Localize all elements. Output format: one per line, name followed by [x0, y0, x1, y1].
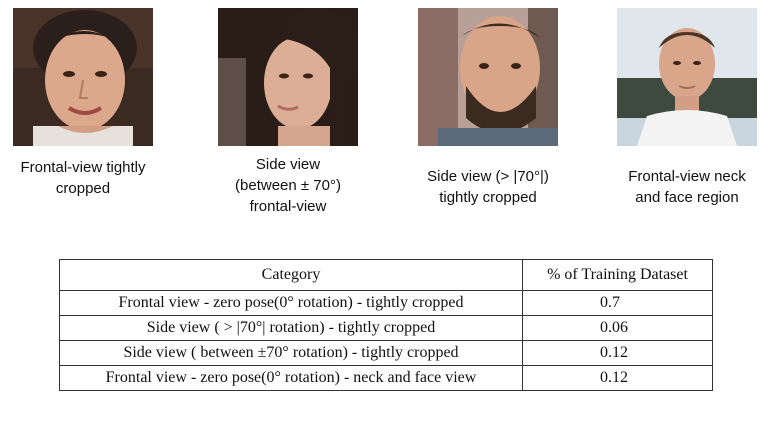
caption-line: Side view	[255, 156, 321, 173]
row-percentage: 0.12	[522, 365, 713, 391]
side-70-photo	[218, 8, 358, 146]
table-row: Frontal view - zero pose(0° rotation) - …	[59, 365, 713, 391]
caption-line: Side view (> |70°|)	[427, 168, 549, 185]
header-percentage: % of Training Dataset	[522, 259, 713, 291]
caption-line: Frontal-view neck	[628, 168, 746, 185]
side-gt70-photo	[418, 8, 558, 146]
table-row: Side view ( between ±70° rotation) - tig…	[59, 340, 713, 366]
caption-line: tightly cropped	[439, 189, 537, 206]
caption-line: Frontal-view tightly	[20, 159, 146, 176]
frontal-neck-face-image	[617, 8, 757, 146]
frontal-tight-face-image	[13, 8, 153, 146]
side-gt70-face-image	[418, 8, 558, 146]
caption-line: cropped	[55, 180, 111, 197]
caption-side-gt70: Side view (> |70°|) tightly cropped	[406, 166, 570, 208]
frontal-neck-photo	[617, 8, 757, 146]
caption-line: and face region	[635, 189, 739, 206]
frontal-tight-photo	[13, 8, 153, 146]
row-percentage: 0.06	[522, 315, 713, 341]
caption-frontal-tight: Frontal-view tightly cropped	[3, 157, 163, 199]
row-percentage: 0.12	[522, 340, 713, 366]
header-category: Category	[59, 259, 523, 291]
table-row: Side view ( > |70°| rotation) - tightly …	[59, 315, 713, 341]
row-category: Frontal view - zero pose(0° rotation) - …	[59, 290, 523, 316]
row-category: Side view ( > |70°| rotation) - tightly …	[59, 315, 523, 341]
caption-side-70: Side view (between ± 70°) frontal-view	[208, 154, 368, 217]
row-category: Frontal view - zero pose(0° rotation) - …	[59, 365, 523, 391]
caption-line: frontal-view	[249, 198, 327, 215]
caption-line: (between ± 70°)	[235, 177, 341, 194]
table-header-row: Category % of Training Dataset	[59, 259, 713, 291]
row-percentage: 0.7	[522, 290, 713, 316]
table-row: Frontal view - zero pose(0° rotation) - …	[59, 290, 713, 316]
training-distribution-table: Category % of Training Dataset Frontal v…	[59, 259, 713, 391]
caption-frontal-neck: Frontal-view neck and face region	[607, 166, 767, 208]
side-70-face-image	[218, 8, 358, 146]
row-category: Side view ( between ±70° rotation) - tig…	[59, 340, 523, 366]
